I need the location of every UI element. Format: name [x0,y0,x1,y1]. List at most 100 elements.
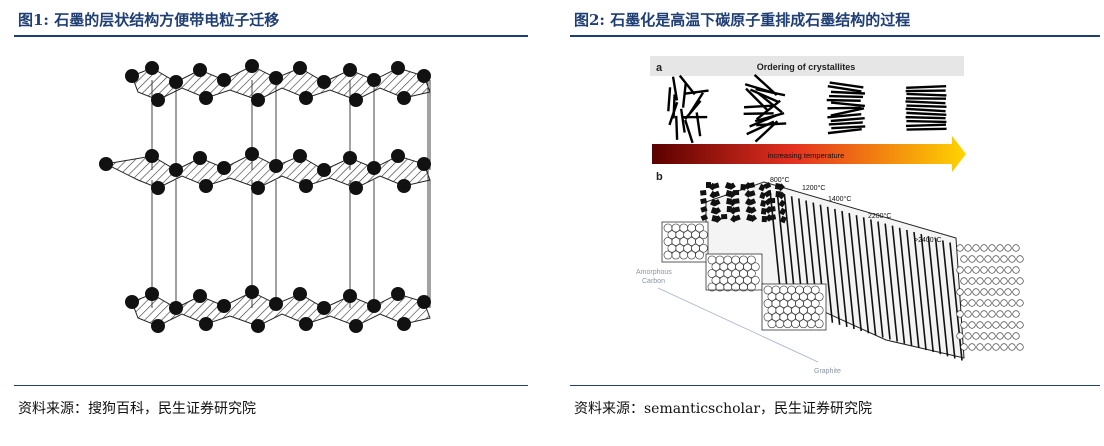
carbon-atom [145,149,159,163]
graphite-ring [1016,321,1024,329]
figure2-title: 图2: 石墨化是高温下碳原子重排成石墨结构的过程 [574,11,911,29]
graphite-ring [984,321,992,329]
crystallite-segment [757,92,783,114]
amorphous-fragment [763,190,772,198]
graphite-ring [1000,343,1008,351]
crystallite-segment [905,115,946,120]
graphite-ring [996,244,1004,252]
carbon-atom [349,93,363,107]
figure1-source: 资料来源：搜狗百科，民生证券研究院 [18,401,256,417]
crystallite-group [743,73,787,143]
crystallite-segment [906,92,947,97]
crystallite-segment [756,122,787,127]
carbon-ring [695,237,704,246]
carbon-atom [367,161,381,175]
crystallite-segment [826,98,861,102]
crystallite-segment [906,127,947,131]
amorphous-fragment [700,214,709,222]
carbon-ring [699,243,708,253]
crystallite-segment [695,112,702,137]
figure2-source: 资料来源：semanticscholar，民生证券研究院 [574,401,873,417]
carbon-ring [747,255,756,265]
graphene-sheet-edge [942,240,956,359]
graphite-ring [996,310,1004,318]
crystallite-segment [668,101,679,126]
crystallite-segment [746,120,775,136]
graphite-ring [996,332,1004,340]
amorphous-fragment [777,183,785,192]
graphite-ring [988,244,996,252]
graphite-ring [972,310,980,318]
graphitization-diagram: a Ordering of crystallites increasing te… [636,56,1024,375]
carbon-ring [699,230,708,240]
graphite-ring [1012,332,1020,340]
graphite-ring [984,255,992,263]
carbon-atom [245,285,259,299]
graphite-ring [956,266,964,274]
graphite-ring [972,332,980,340]
figure1-panel: 图1: 石墨的层状结构方便带电粒子迁移 资料来源：搜狗百科，民生证券研究院 [0,0,532,446]
carbon-atom [299,317,313,331]
carbon-atom [293,149,307,163]
carbon-ring [814,305,824,315]
graphite-ring [960,299,968,307]
amorphous-fragment [712,190,721,198]
carbon-atom [169,75,183,89]
amorphous-fragment [763,181,772,190]
carbon-atom [217,161,231,175]
carbon-atom [391,149,405,163]
graphite-ring [1012,244,1020,252]
graphite-ring [1012,310,1020,318]
graphite-ring [968,299,976,307]
carbon-atom [217,73,231,87]
graphite-ring [980,288,988,296]
carbon-ring [750,275,760,285]
graphite-ring [992,343,1000,351]
graphite-ring [964,266,972,274]
carbon-atom [317,163,331,177]
graphite-ring [968,277,976,285]
temp-label-800: 800°C [770,176,790,184]
crystallite-segment [830,107,865,117]
graphite-ring [960,343,968,351]
carbon-atom [417,295,431,309]
graphite-ring [984,277,992,285]
crystallite-segment [906,119,947,124]
carbon-atom [251,319,265,333]
amorphous-fragment [778,199,786,208]
crystallite-segment [749,113,778,128]
crystallite-ordering-row [667,73,947,144]
amorphous-fragment [728,182,736,190]
crystallite-segment [830,90,866,95]
inset-frame [661,221,709,263]
graphite-ring [1008,255,1016,263]
carbon-atom [397,317,411,331]
graphitization-slab [661,181,1024,361]
graphite-ring [984,299,992,307]
graphene-sheet-edge [898,227,913,346]
carbon-atom [151,181,165,195]
carbon-atom [367,73,381,87]
panel-a-title: Ordering of crystallites [757,62,856,72]
crystallite-segment [905,100,946,105]
amorphous-fragment [721,214,728,220]
amorphous-fragment [733,214,741,222]
temp-label-1200: 1200°C [802,184,825,192]
panel-b-label: b [656,171,663,183]
graphite-ring [1016,255,1024,263]
graphite-ring [976,277,984,285]
carbon-atom [367,299,381,313]
amorphous-fragment [760,207,767,215]
graphite-ring [964,310,972,318]
graphite-ring [1000,277,1008,285]
graphite-ring [988,332,996,340]
graphite-ring [984,343,992,351]
graphite-ring [1008,277,1016,285]
graphite-layer-diagram [99,59,431,333]
graphite-ring [1004,288,1012,296]
carbon-atom [269,159,283,173]
figure1-title: 图1: 石墨的层状结构方便带电粒子迁移 [18,11,280,29]
carbon-ring [695,223,704,233]
carbon-atom [251,181,265,195]
graphite-ring [988,266,996,274]
